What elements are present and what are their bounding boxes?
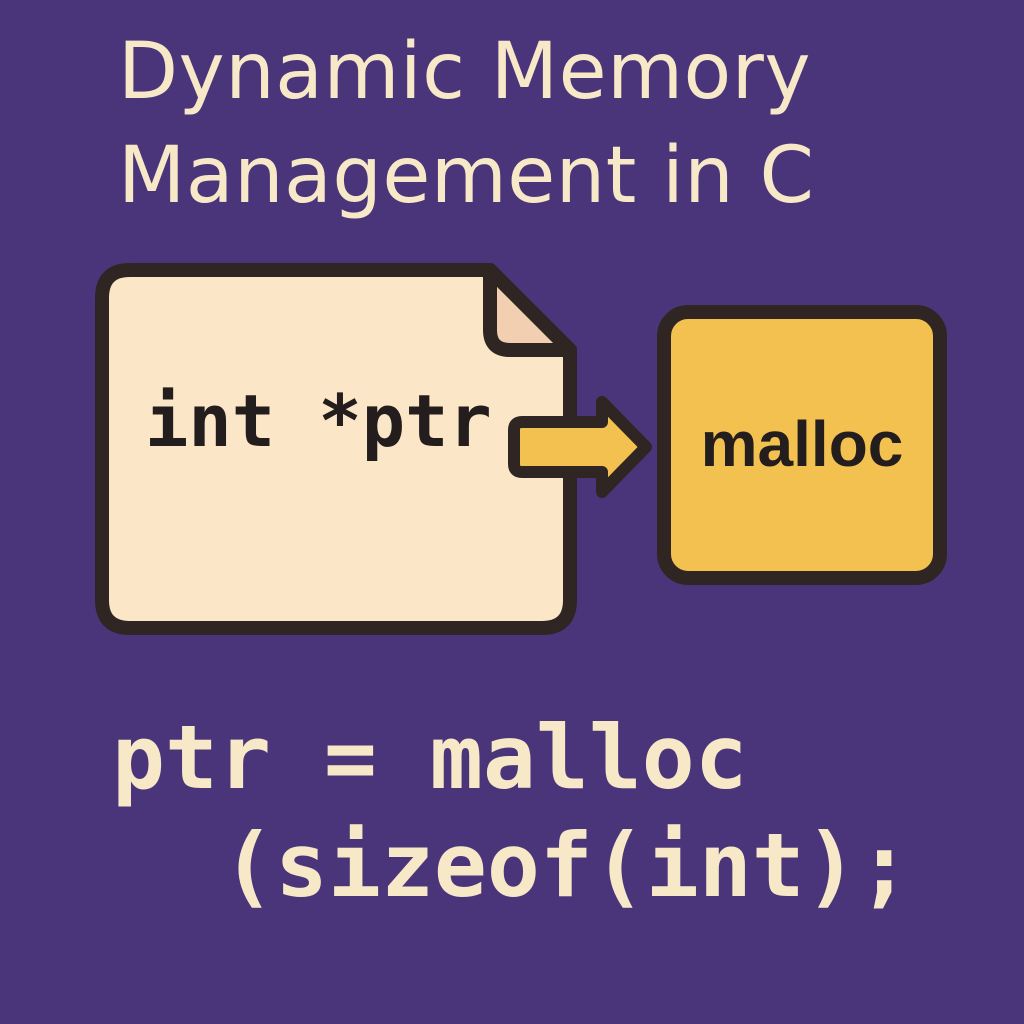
pointer-file-card: int *ptr <box>95 263 577 635</box>
file-corner-fold <box>483 263 577 357</box>
code-line-2: (sizeof(int); <box>222 814 911 917</box>
malloc-box-body <box>657 305 947 585</box>
code-snippet: ptr = malloc (sizeof(int); <box>112 704 911 920</box>
right-arrow-icon <box>508 396 652 498</box>
title-line-1: Dynamic Memory <box>118 27 812 117</box>
title-line-2: Management in C <box>118 131 815 221</box>
pointer-declaration-label: int *ptr <box>145 379 492 463</box>
malloc-box: malloc <box>657 305 947 585</box>
malloc-label: malloc <box>701 408 904 480</box>
page-title: Dynamic Memory Management in C <box>118 20 998 228</box>
arrow-shape <box>508 396 652 498</box>
code-line-1: ptr = malloc <box>112 706 748 809</box>
file-card-body <box>95 263 577 635</box>
